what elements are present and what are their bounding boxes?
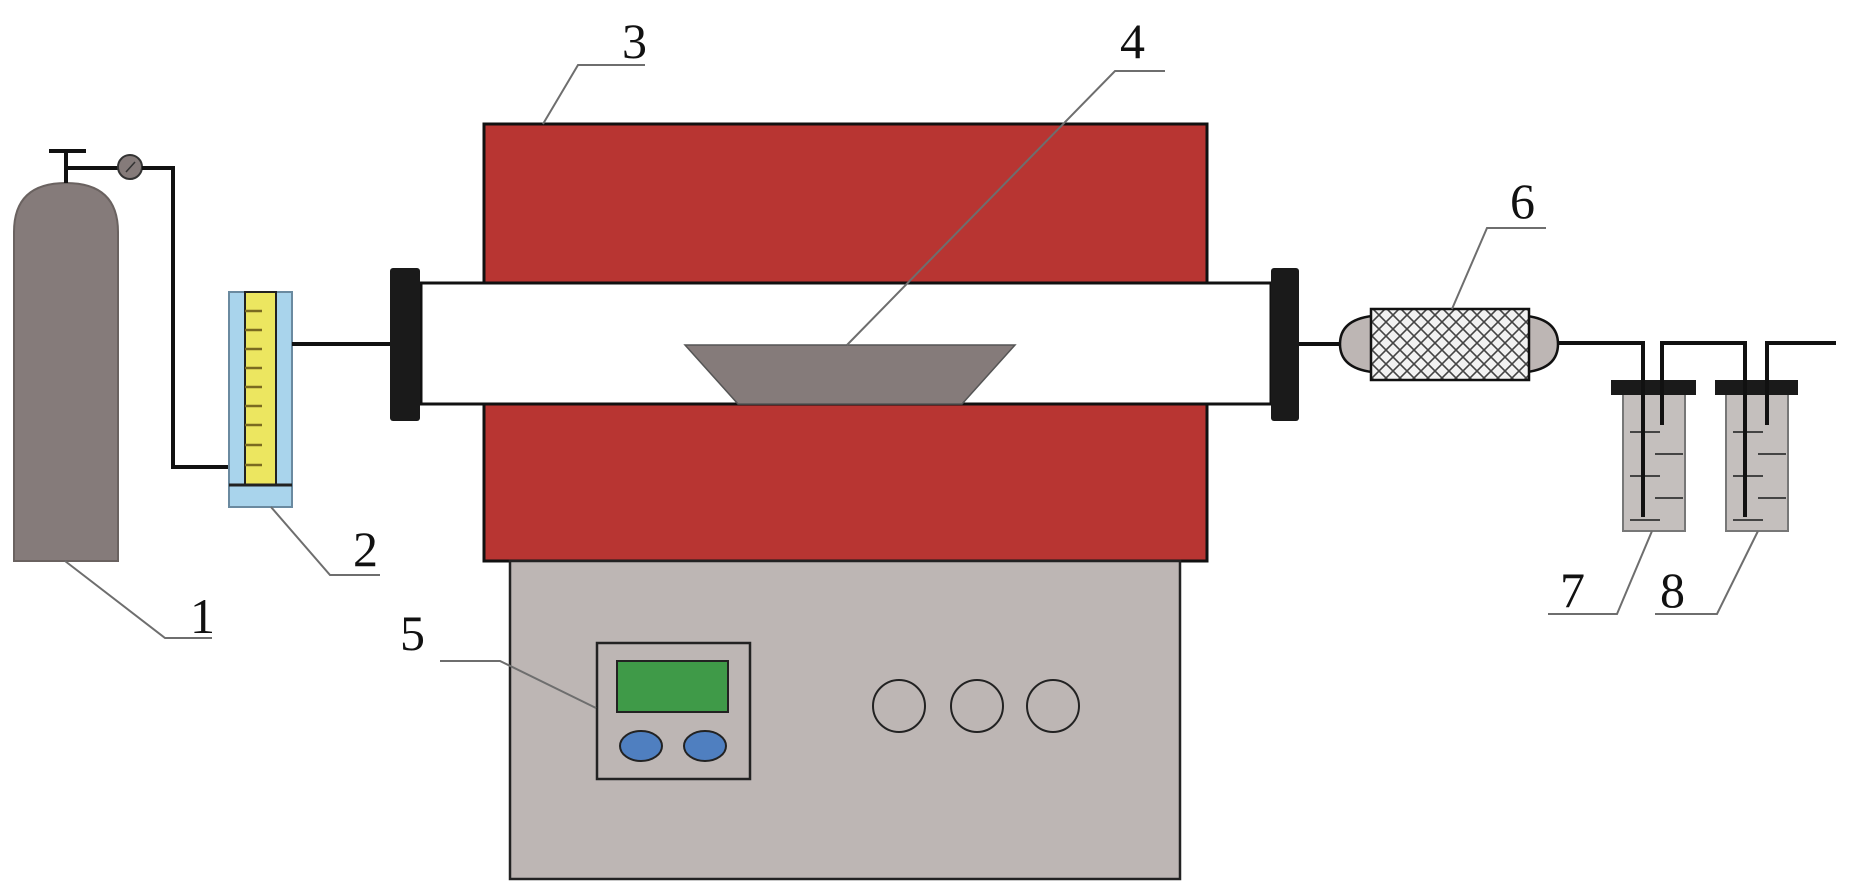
flowmeter: [228, 291, 390, 508]
absorption-bottles: [1558, 341, 1836, 532]
control-button-icon: [619, 730, 663, 762]
control-button-icon: [683, 730, 727, 762]
absorption-bottle-7: [1622, 389, 1686, 532]
left-flange: [390, 268, 420, 421]
right-flange: [1271, 268, 1299, 421]
label-3: 3: [622, 13, 647, 69]
label-4: 4: [1120, 13, 1145, 69]
knob-icon: [950, 679, 1004, 733]
knob-icon: [872, 679, 926, 733]
label-2: 2: [353, 521, 378, 577]
sample-boat: [683, 344, 1017, 405]
furnace-controller-base: [508, 559, 1182, 881]
absorption-bottle-8: [1725, 389, 1789, 532]
label-6: 6: [1510, 173, 1535, 229]
label-5: 5: [400, 605, 425, 661]
leader-lines: [64, 64, 1759, 709]
label-1: 1: [190, 588, 215, 644]
filter: [1299, 307, 1560, 382]
label-7: 7: [1560, 562, 1585, 618]
tube-furnace: [390, 122, 1299, 563]
gas-cylinder: [13, 149, 229, 562]
temperature-display: [616, 660, 729, 713]
knob-icon: [1026, 679, 1080, 733]
label-8: 8: [1660, 562, 1685, 618]
